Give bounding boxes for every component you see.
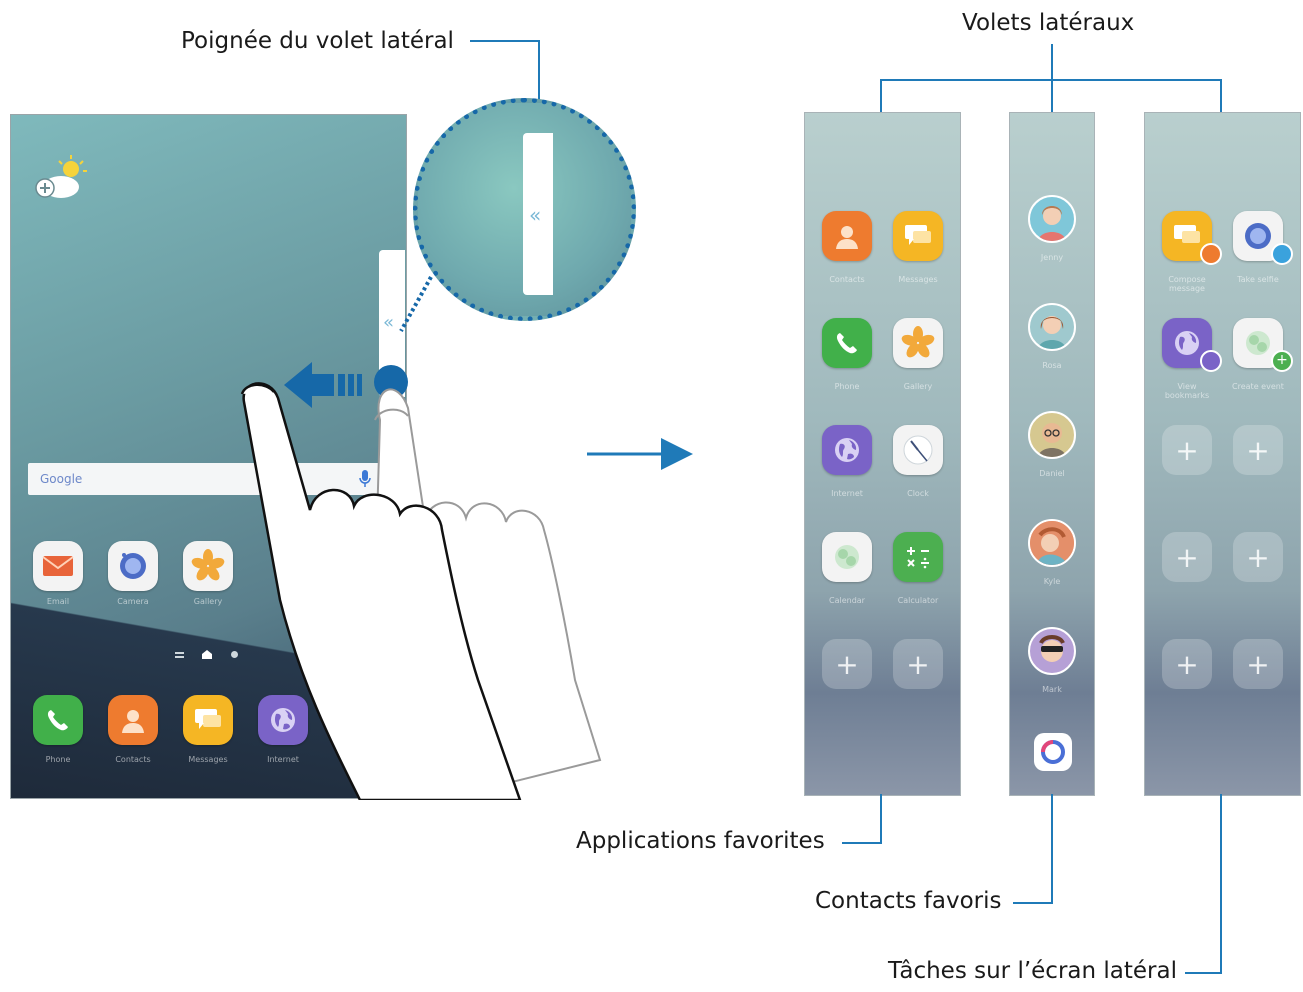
tasks-add-slot-6[interactable]: + bbox=[1233, 639, 1283, 689]
contact-avatar-3[interactable] bbox=[1028, 411, 1076, 459]
panel-gallery-label: Gallery bbox=[903, 382, 933, 391]
camera-app-icon[interactable] bbox=[108, 541, 158, 591]
contact-avatar-1[interactable] bbox=[1028, 195, 1076, 243]
tasks-leader-h bbox=[1185, 972, 1222, 974]
dock-internet-icon[interactable] bbox=[258, 695, 308, 745]
google-search-bar[interactable]: Google bbox=[28, 463, 384, 495]
tasks-add-slot-4[interactable]: + bbox=[1233, 532, 1283, 582]
contact-name-3: Daniel bbox=[1039, 469, 1065, 478]
email-app-label: Email bbox=[46, 597, 70, 606]
contacts-leader-h bbox=[1013, 902, 1053, 904]
apps-edge-panel: Contacts Messages Phone Gallery Internet… bbox=[804, 112, 961, 796]
panels-bracket-left bbox=[880, 79, 882, 113]
dock-messages-label: Messages bbox=[188, 755, 228, 764]
apps-add-slot-1[interactable]: + bbox=[822, 639, 872, 689]
contact-avatar-4[interactable] bbox=[1028, 519, 1076, 567]
zoomed-edge-handle: « bbox=[523, 133, 553, 295]
contact-avatar-5[interactable] bbox=[1028, 627, 1076, 675]
contact-name-5: Mark bbox=[1042, 685, 1062, 694]
panels-bracket-mid bbox=[1051, 79, 1053, 113]
handle-callout-leader-h bbox=[470, 40, 540, 42]
panel-contacts-label: Contacts bbox=[829, 275, 865, 284]
panel-gallery-icon[interactable] bbox=[893, 318, 943, 368]
apps-leader-h bbox=[842, 842, 882, 844]
ring-icon bbox=[1041, 740, 1065, 764]
task-take-selfie-label: Take selfie bbox=[1237, 275, 1279, 284]
swipe-left-arrow bbox=[284, 362, 362, 408]
contacts-edge-panel: Jenny Rosa Daniel Kyle Mark bbox=[1009, 112, 1095, 796]
contacts-launcher-button[interactable] bbox=[1034, 733, 1072, 771]
task-view-bookmarks-label: View bookmarks bbox=[1164, 382, 1210, 400]
email-app-icon[interactable] bbox=[33, 541, 83, 591]
event-badge-icon: + bbox=[1271, 350, 1293, 372]
task-create-event-icon[interactable] bbox=[1233, 318, 1283, 368]
apps-leader-v bbox=[880, 794, 882, 844]
panel-contacts-icon[interactable] bbox=[822, 211, 872, 261]
panels-callout-label: Volets latéraux bbox=[962, 10, 1135, 36]
hand-illustration bbox=[240, 382, 602, 800]
dock-internet-label: Internet bbox=[267, 755, 299, 764]
panel-calendar-label: Calendar bbox=[829, 596, 865, 605]
panel-clock-icon[interactable] bbox=[893, 425, 943, 475]
bookmark-badge-icon bbox=[1200, 350, 1222, 372]
tasks-add-slot-3[interactable]: + bbox=[1162, 532, 1212, 582]
task-view-bookmarks-icon[interactable] bbox=[1162, 318, 1212, 368]
task-create-event-label: Create event bbox=[1232, 382, 1284, 391]
double-chevron-left-icon: « bbox=[383, 312, 395, 333]
dock-messages-icon[interactable] bbox=[183, 695, 233, 745]
weather-icon bbox=[35, 155, 87, 198]
contacts-callout-label: Contacts favoris bbox=[815, 888, 1002, 914]
handle-zoom-circle: « bbox=[413, 98, 636, 321]
dock-phone-icon[interactable] bbox=[33, 695, 83, 745]
tasks-callout-label: Tâches sur l’écran latéral bbox=[888, 958, 1177, 984]
compose-badge-icon bbox=[1200, 243, 1222, 265]
search-logo: Google bbox=[40, 472, 83, 486]
zoom-chevron-icon: « bbox=[529, 203, 542, 227]
tasks-add-slot-2[interactable]: + bbox=[1233, 425, 1283, 475]
dock-contacts-label: Contacts bbox=[115, 755, 151, 764]
tasks-edge-panel: Compose message Take selfie View bookmar… bbox=[1144, 112, 1301, 796]
tasks-leader-v bbox=[1220, 794, 1222, 974]
panel-phone-label: Phone bbox=[834, 382, 860, 391]
panel-messages-label: Messages bbox=[898, 275, 938, 284]
panel-internet-label: Internet bbox=[831, 489, 863, 498]
panel-messages-icon[interactable] bbox=[893, 211, 943, 261]
contacts-leader-v bbox=[1051, 794, 1053, 904]
task-compose-message-label: Compose message bbox=[1168, 275, 1206, 293]
handle-callout-leader-v bbox=[538, 40, 540, 130]
panel-internet-icon[interactable] bbox=[822, 425, 872, 475]
panels-bracket-stem bbox=[1051, 44, 1053, 80]
selfie-badge-icon bbox=[1271, 243, 1293, 265]
dock-phone-label: Phone bbox=[45, 755, 71, 764]
gallery-app-label: Gallery bbox=[193, 597, 223, 606]
dock-contacts-icon[interactable] bbox=[108, 695, 158, 745]
tasks-add-slot-1[interactable]: + bbox=[1162, 425, 1212, 475]
contact-name-4: Kyle bbox=[1043, 577, 1061, 586]
handle-callout-label: Poignée du volet latéral bbox=[181, 28, 454, 54]
panel-calculator-icon[interactable] bbox=[893, 532, 943, 582]
page-indicator bbox=[175, 649, 245, 659]
tasks-add-slot-5[interactable]: + bbox=[1162, 639, 1212, 689]
contact-avatar-2[interactable] bbox=[1028, 303, 1076, 351]
camera-app-label: Camera bbox=[117, 597, 149, 606]
contact-name-1: Jenny bbox=[1040, 253, 1064, 262]
panel-clock-label: Clock bbox=[907, 489, 929, 498]
panel-calculator-label: Calculator bbox=[897, 596, 939, 605]
transition-arrow bbox=[587, 438, 693, 470]
zoom-connector bbox=[399, 276, 433, 332]
microphone-icon[interactable] bbox=[358, 469, 372, 489]
panel-phone-icon[interactable] bbox=[822, 318, 872, 368]
apps-callout-label: Applications favorites bbox=[576, 828, 825, 854]
apps-add-slot-2[interactable]: + bbox=[893, 639, 943, 689]
contact-name-2: Rosa bbox=[1042, 361, 1062, 370]
panel-calendar-icon[interactable] bbox=[822, 532, 872, 582]
panels-bracket-right bbox=[1220, 79, 1222, 113]
gallery-app-icon[interactable] bbox=[183, 541, 233, 591]
